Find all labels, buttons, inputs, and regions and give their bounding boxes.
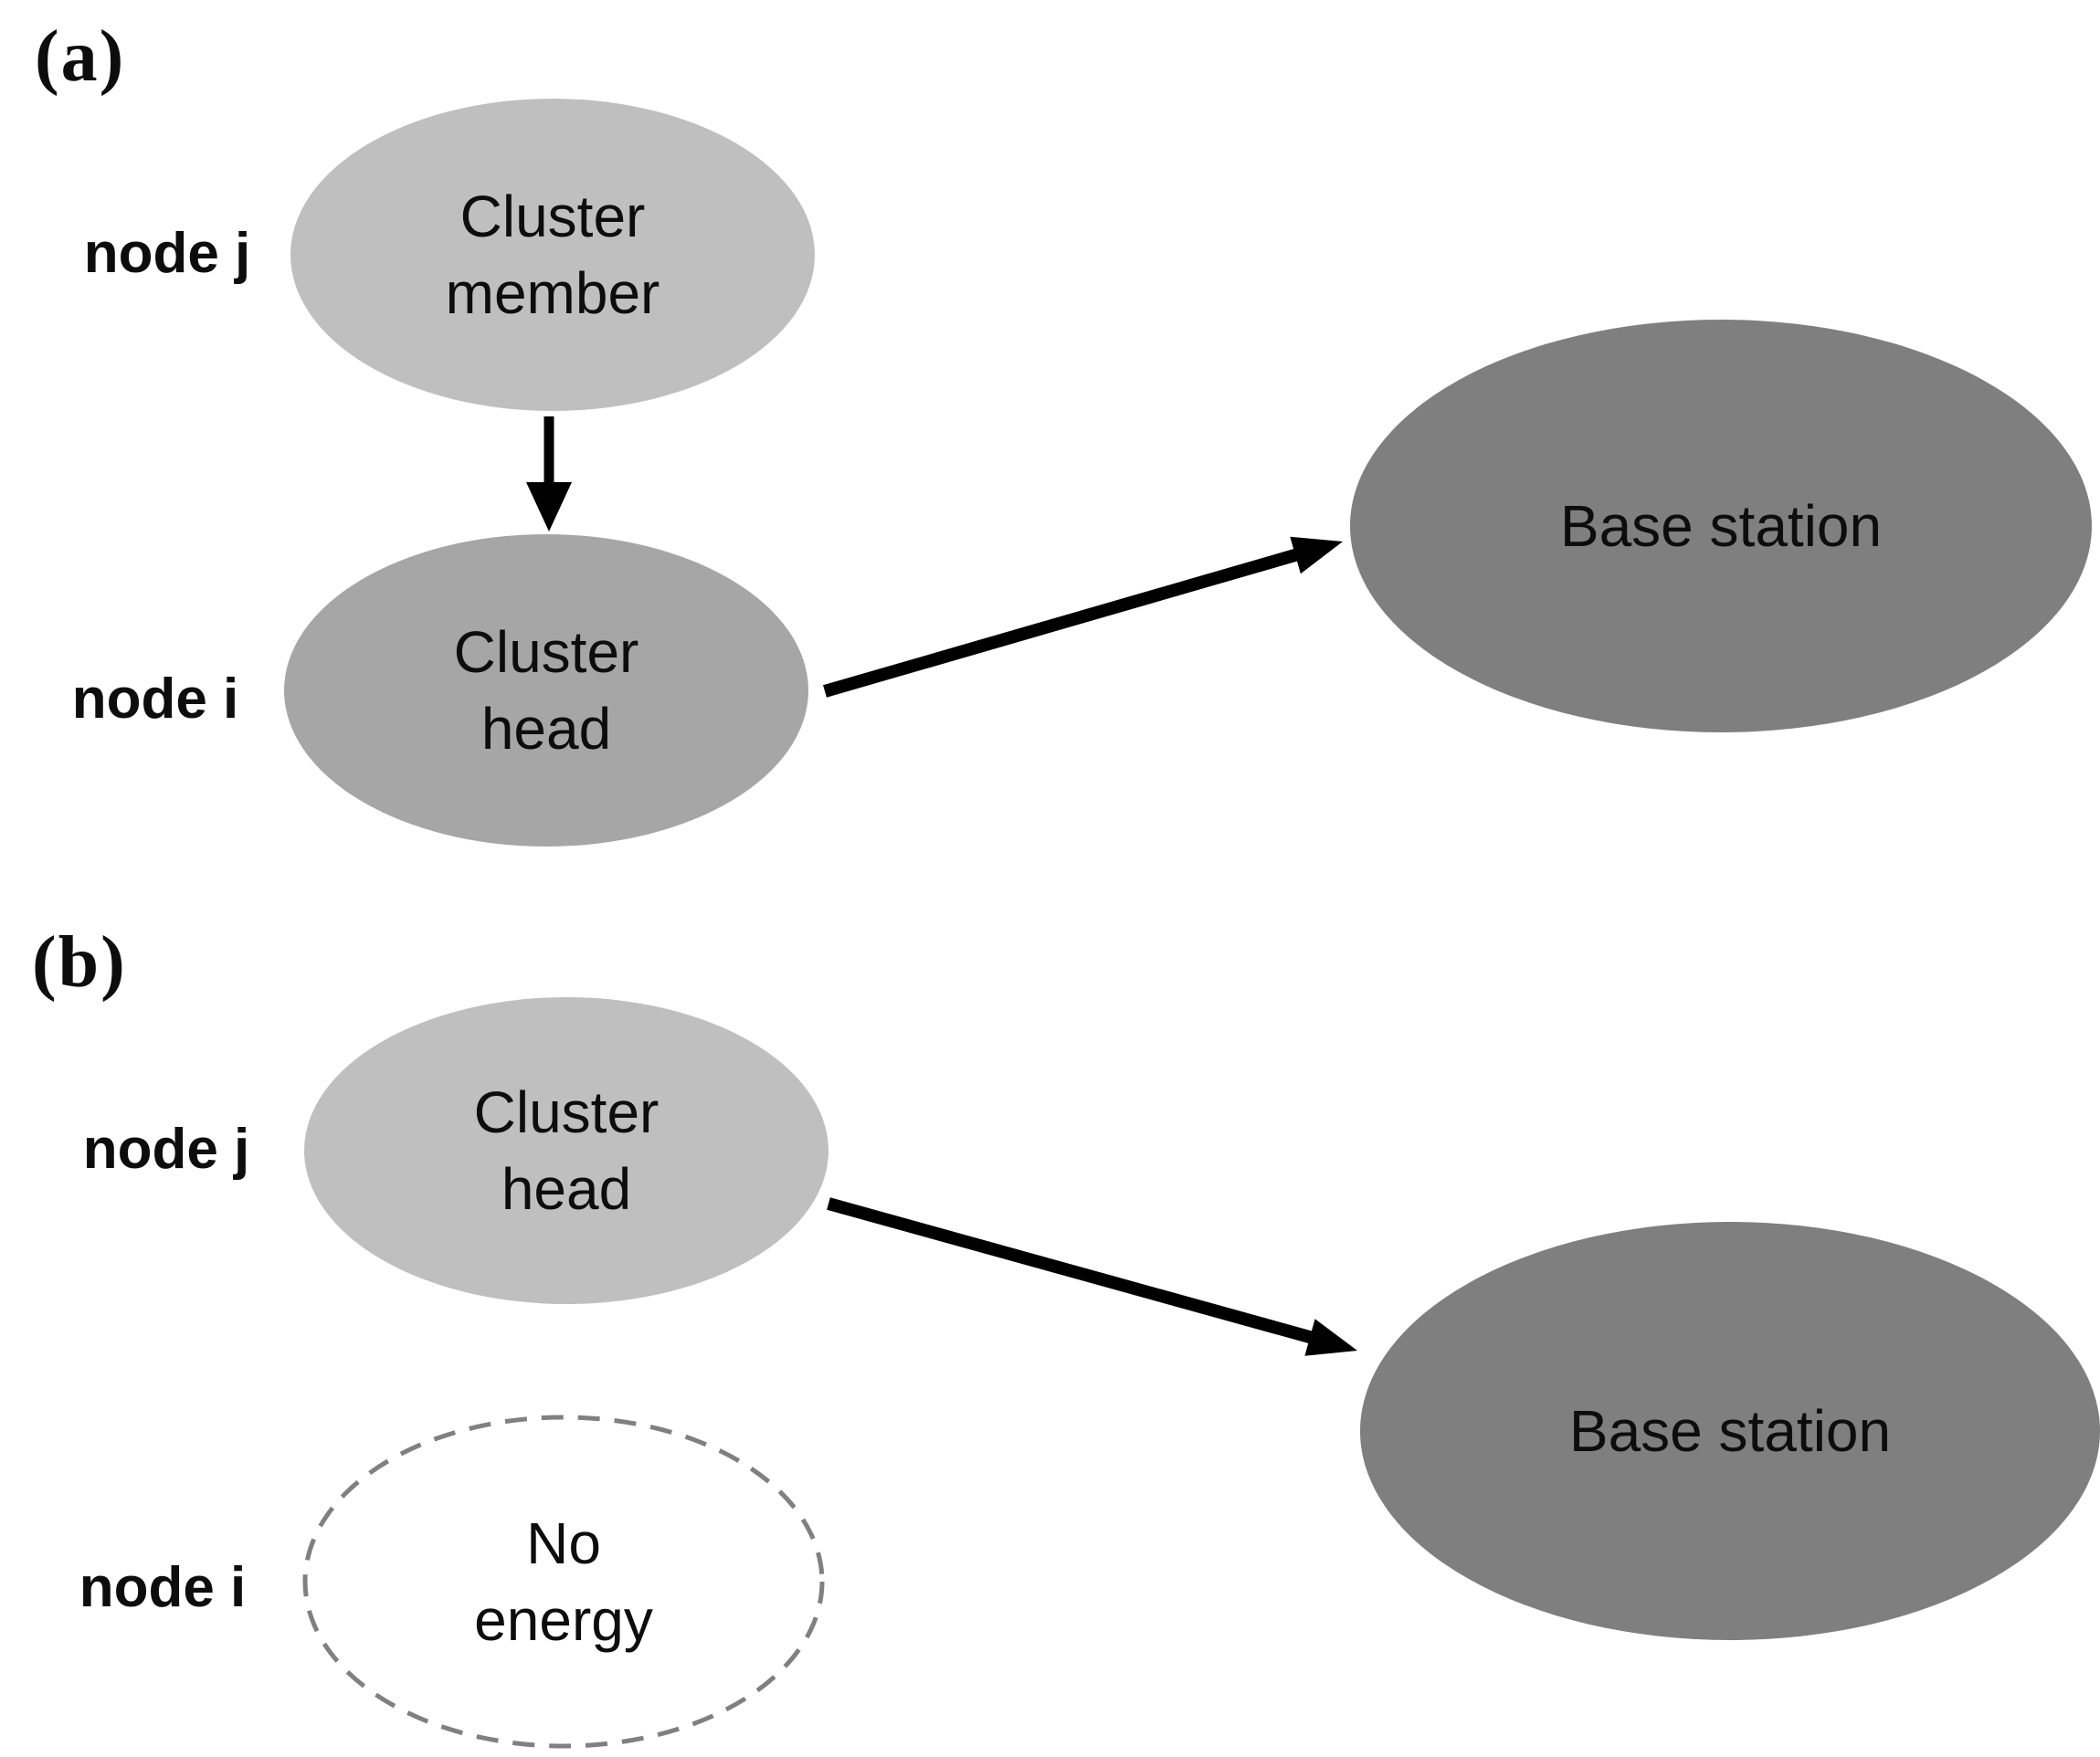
- node-j-label-a: node j: [83, 222, 251, 285]
- panel-a-label: (a): [35, 16, 126, 97]
- node-j-label-b: node j: [82, 1118, 250, 1181]
- no-energy-label: No energy: [474, 1510, 653, 1653]
- cluster-head-node-a: Cluster head: [284, 534, 808, 847]
- cluster-head-label-b: Cluster head: [473, 1079, 660, 1222]
- arrow-cluster-head-to-base-station-a-icon: [823, 536, 1343, 698]
- base-station-label-a: Base station: [1559, 493, 1883, 559]
- cluster-head-node-b: Cluster head: [304, 997, 828, 1304]
- dashed-ellipse-outline-icon: [302, 1415, 825, 1749]
- cluster-head-label-a: Cluster head: [453, 619, 639, 762]
- node-i-label-b: node i: [79, 1556, 247, 1619]
- node-i-label-a: node i: [71, 668, 239, 731]
- arrow-cluster-head-to-base-station-b-icon: [827, 1197, 1357, 1356]
- panel-b-label: (b): [32, 922, 127, 1003]
- base-station-node-b: Base station: [1360, 1222, 2100, 1640]
- base-station-node-a: Base station: [1350, 320, 2092, 732]
- no-energy-node: No energy: [301, 1414, 826, 1750]
- base-station-label-b: Base station: [1568, 1398, 1892, 1464]
- cluster-member-node: Cluster member: [290, 99, 815, 411]
- cluster-member-label: Cluster member: [445, 184, 660, 326]
- arrow-cluster-member-to-cluster-head-icon: [526, 416, 572, 531]
